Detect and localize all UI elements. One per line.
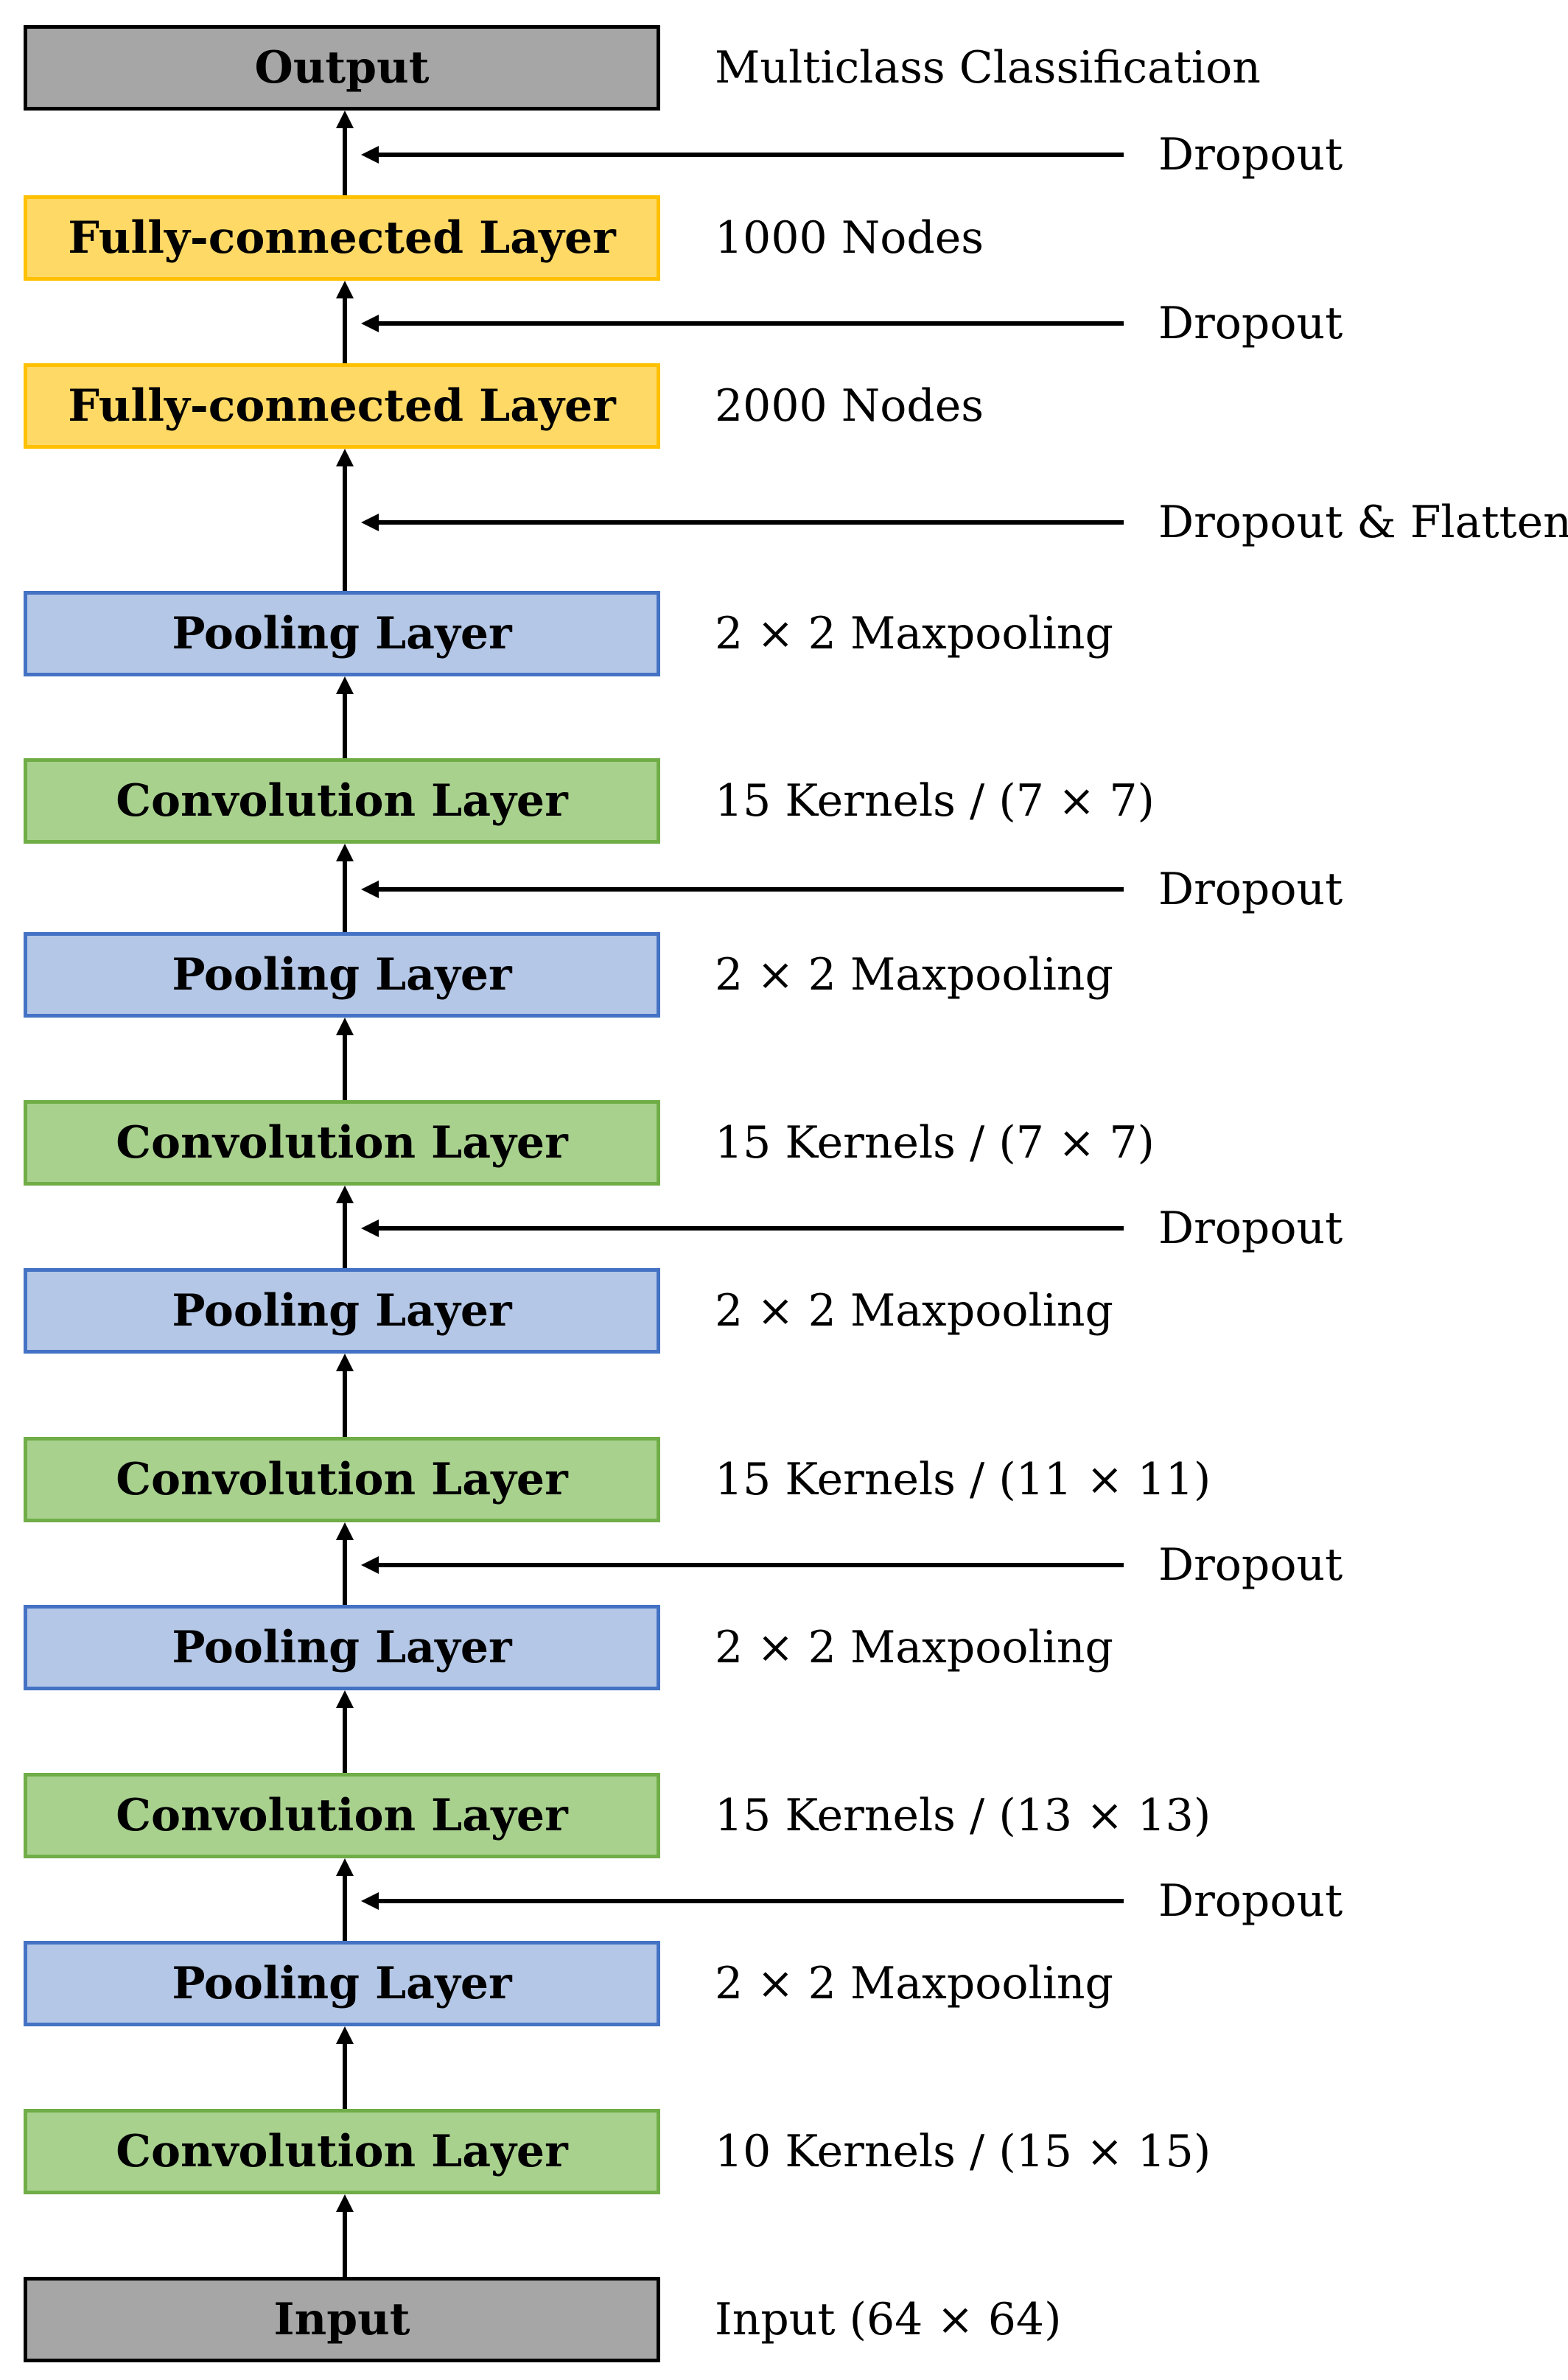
layer-description: 2 × 2 Maxpooling: [715, 1622, 1113, 1673]
layer-label: Fully-connected Layer: [68, 212, 616, 264]
convolution-layer-box: Convolution Layer: [24, 1437, 660, 1522]
pooling-layer-box: Pooling Layer: [24, 1268, 660, 1354]
dropout-label: Dropout: [1158, 864, 1343, 915]
layer-label: Output: [254, 42, 430, 94]
pooling-layer-box: Pooling Layer: [24, 591, 660, 676]
convolution-layer-box: Convolution Layer: [24, 2109, 660, 2194]
layer-label: Pooling Layer: [172, 608, 512, 659]
layer-description: 1000 Nodes: [715, 212, 984, 264]
layer-description: 2000 Nodes: [715, 380, 984, 432]
flow-arrow-6-head: [336, 1186, 354, 1203]
layer-label: Pooling Layer: [172, 949, 512, 1001]
layer-label: Convolution Layer: [116, 1454, 568, 1505]
layer-description: 2 × 2 Maxpooling: [715, 949, 1113, 1001]
layer-description: 10 Kernels / (15 × 15): [715, 2126, 1211, 2177]
layer-label: Convolution Layer: [116, 2126, 568, 2177]
layer-description: 2 × 2 Maxpooling: [715, 1958, 1113, 2009]
flow-arrow-5-head: [336, 1018, 354, 1035]
layer-description: Multiclass Classification: [715, 42, 1261, 94]
flow-arrow-11-head: [336, 2026, 354, 2044]
layer-label: Pooling Layer: [172, 1958, 512, 2009]
layer-label: Input: [273, 2294, 410, 2345]
flow-arrow-7-head: [336, 1354, 354, 1371]
dropout-arrow-3-head: [361, 881, 379, 898]
output-box: Output: [24, 25, 660, 111]
dropout-arrow-4-head: [361, 1219, 379, 1237]
dropout-arrow-2-head: [361, 514, 379, 531]
layer-label: Fully-connected Layer: [68, 380, 616, 432]
layer-label: Pooling Layer: [172, 1285, 512, 1337]
layer-description: 2 × 2 Maxpooling: [715, 1285, 1113, 1337]
flow-arrow-3-head: [336, 676, 354, 694]
dropout-label: Dropout: [1158, 1203, 1343, 1254]
flow-arrow-12-head: [336, 2194, 354, 2212]
pooling-layer-box: Pooling Layer: [24, 932, 660, 1018]
layer-label: Pooling Layer: [172, 1622, 512, 1673]
flow-arrow-9-head: [336, 1690, 354, 1708]
flow-arrow-2-head: [336, 449, 354, 466]
dropout-arrow-5-head: [361, 1556, 379, 1574]
layer-label: Convolution Layer: [116, 1117, 568, 1169]
dropout-arrow-1-head: [361, 315, 379, 332]
input-box: Input: [24, 2277, 660, 2362]
dropout-label: Dropout & Flatten: [1158, 497, 1568, 548]
fully-connected-layer-box: Fully-connected Layer: [24, 195, 660, 281]
dropout-label: Dropout: [1158, 129, 1343, 181]
flow-arrow-0-head: [336, 111, 354, 128]
layer-label: Convolution Layer: [116, 775, 568, 827]
fully-connected-layer-box: Fully-connected Layer: [24, 363, 660, 449]
dropout-label: Dropout: [1158, 1875, 1343, 1927]
dropout-arrow-6-head: [361, 1892, 379, 1910]
layer-description: 15 Kernels / (7 × 7): [715, 1117, 1155, 1169]
layer-label: Convolution Layer: [116, 1790, 568, 1841]
convolution-layer-box: Convolution Layer: [24, 1100, 660, 1186]
convolution-layer-box: Convolution Layer: [24, 758, 660, 844]
layer-description: 2 × 2 Maxpooling: [715, 608, 1113, 659]
dropout-arrow-0-head: [361, 146, 379, 164]
flow-arrow-8-head: [336, 1522, 354, 1540]
dropout-label: Dropout: [1158, 298, 1343, 349]
pooling-layer-box: Pooling Layer: [24, 1605, 660, 1690]
layer-description: 15 Kernels / (13 × 13): [715, 1790, 1211, 1841]
pooling-layer-box: Pooling Layer: [24, 1941, 660, 2026]
flow-arrow-1-head: [336, 281, 354, 298]
layer-description: 15 Kernels / (7 × 7): [715, 775, 1155, 827]
convolution-layer-box: Convolution Layer: [24, 1773, 660, 1858]
layer-description: 15 Kernels / (11 × 11): [715, 1454, 1211, 1505]
flow-arrow-4-head: [336, 844, 354, 861]
layer-description: Input (64 × 64): [715, 2294, 1062, 2345]
flow-arrow-10-head: [336, 1858, 354, 1876]
dropout-label: Dropout: [1158, 1539, 1343, 1591]
